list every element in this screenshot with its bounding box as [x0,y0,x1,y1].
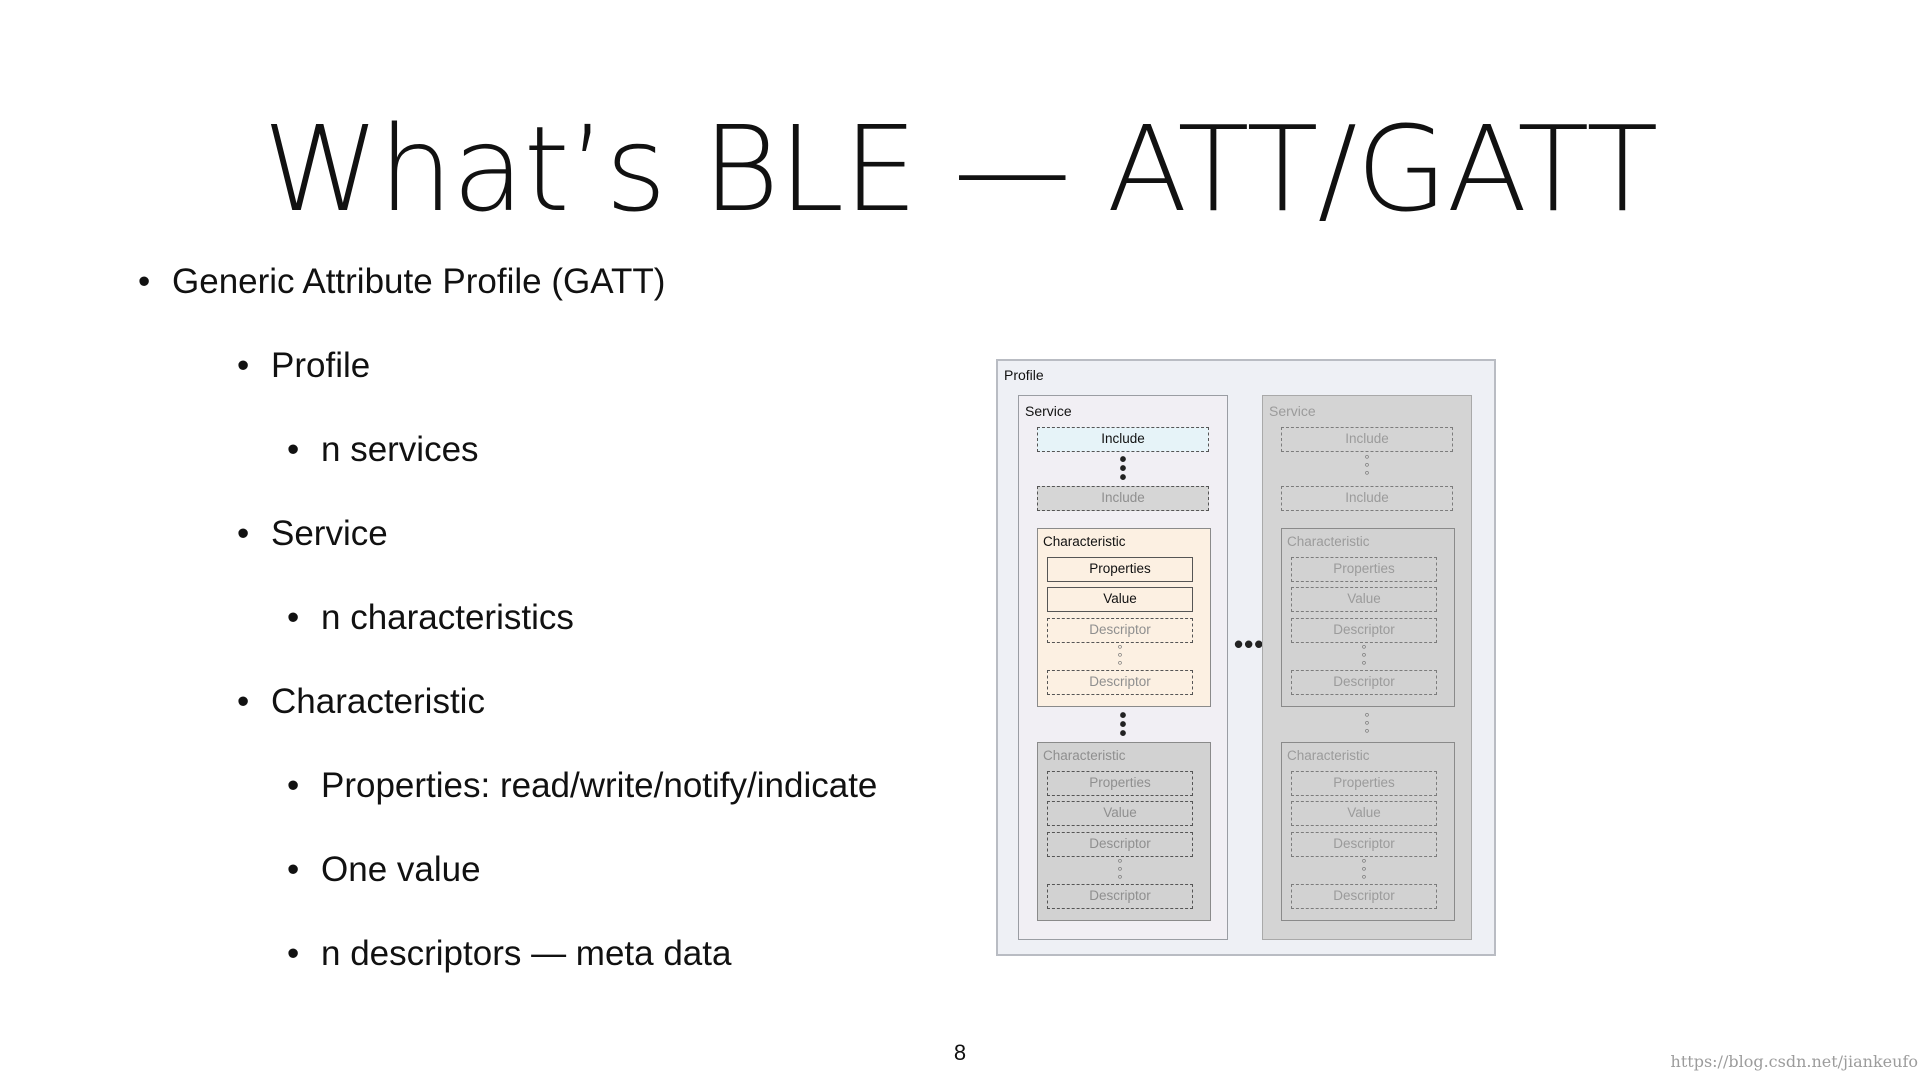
characteristic-label: Characteristic [1287,534,1370,549]
bullet-item: •Generic Attribute Profile (GATT) [138,262,666,301]
slide-title: What’s BLE — ATT/GATT [262,100,1659,238]
descriptor-box: Descriptor [1291,618,1437,643]
horizontal-ellipsis-icon: ••• [1234,629,1265,659]
value-box: Value [1047,587,1193,612]
descriptor-box: Descriptor [1047,884,1193,909]
service-label: Service [1269,403,1316,419]
vertical-ellipsis-icon: °°° [1117,642,1123,673]
descriptor-box: Descriptor [1291,832,1437,857]
value-box: Value [1291,587,1437,612]
characteristic-label: Characteristic [1043,748,1126,763]
characteristic-box: Characteristic Properties Value Descript… [1281,528,1455,707]
bullet-item: •One value [287,850,481,889]
descriptor-box: Descriptor [1291,670,1437,695]
characteristic-label: Characteristic [1043,534,1126,549]
vertical-ellipsis-icon: °°° [1361,856,1367,887]
bullet-item: •Properties: read/write/notify/indicate [287,766,878,805]
value-box: Value [1047,801,1193,826]
descriptor-box: Descriptor [1047,618,1193,643]
vertical-ellipsis-icon: ••• [1119,705,1127,745]
include-box: Include [1281,486,1453,511]
properties-box: Properties [1291,771,1437,796]
include-box: Include [1037,427,1209,452]
vertical-ellipsis-icon: °°° [1361,642,1367,673]
value-box: Value [1291,801,1437,826]
page-number: 8 [953,1040,967,1065]
descriptor-box: Descriptor [1291,884,1437,909]
descriptor-box: Descriptor [1047,832,1193,857]
profile-label: Profile [1004,367,1044,383]
vertical-ellipsis-icon: °°° [1117,856,1123,887]
properties-box: Properties [1291,557,1437,582]
properties-box: Properties [1047,557,1193,582]
characteristic-box: Characteristic Properties Value Descript… [1037,528,1211,707]
service-active: Service Include ••• Include Characterist… [1018,395,1228,940]
properties-box: Properties [1047,771,1193,796]
characteristic-box: Characteristic Properties Value Descript… [1037,742,1211,921]
bullet-item: •Service [237,514,388,553]
characteristic-label: Characteristic [1287,748,1370,763]
bullet-item: •Characteristic [237,682,485,721]
vertical-ellipsis-icon: ••• [1119,449,1127,489]
vertical-ellipsis-icon: °°° [1364,710,1370,741]
watermark-url: https://blog.csdn.net/jiankeufo [1670,1052,1918,1071]
include-box: Include [1037,486,1209,511]
gatt-profile-diagram: Profile Service Include ••• Include Char… [996,359,1496,956]
descriptor-box: Descriptor [1047,670,1193,695]
characteristic-box: Characteristic Properties Value Descript… [1281,742,1455,921]
bullet-item: •Profile [237,346,371,385]
bullet-item: •n characteristics [287,598,574,637]
vertical-ellipsis-icon: °°° [1364,452,1370,483]
service-label: Service [1025,403,1072,419]
bullet-item: •n services [287,430,479,469]
service-ghost: Service Include °°° Include Characterist… [1262,395,1472,940]
bullet-item: •n descriptors — meta data [287,934,732,973]
include-box: Include [1281,427,1453,452]
